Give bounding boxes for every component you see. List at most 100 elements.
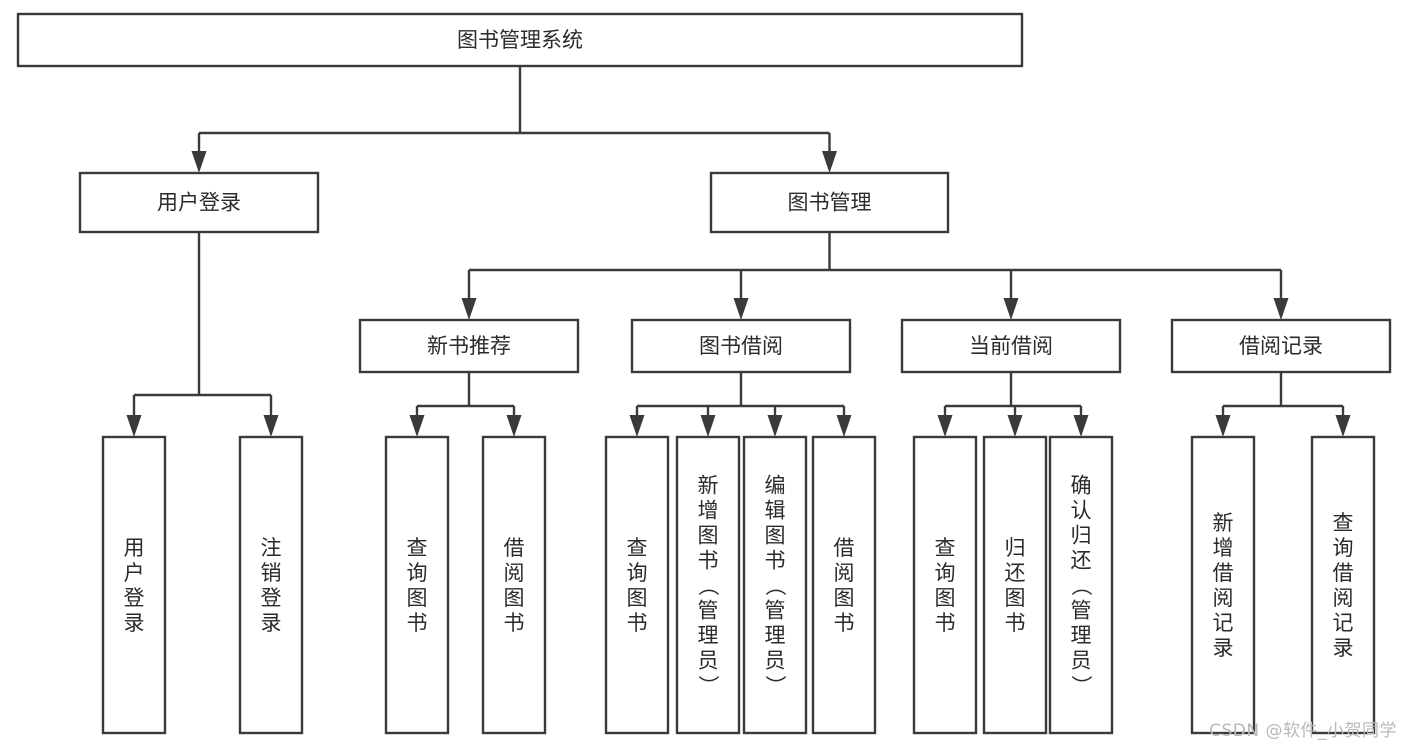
node-label: 新书推荐 [427,334,511,358]
csdn-watermark: CSDN @软件_小贺同学 [1209,721,1397,741]
node-label-char: （ [763,575,787,596]
node-label-char: 理 [765,624,786,648]
node-label-char: 户 [124,561,145,585]
arrow-head-icon [461,298,477,320]
node-login[interactable]: 用户登录 [78,171,320,234]
node-label-char: 登 [261,586,282,610]
node-label-char: 询 [627,561,648,585]
node-label-char: （ [1069,575,1093,596]
node-label-char: 阅 [834,561,855,585]
node-box[interactable] [101,435,167,735]
node-box[interactable] [630,318,852,374]
node-box[interactable] [675,435,741,735]
node-label-char: 归 [1005,536,1026,560]
node-label-char: 员 [1071,649,1092,673]
arrow-head-icon [1073,415,1089,437]
node-box[interactable] [384,435,450,735]
node-label-char: ） [763,675,787,696]
node-label-char: 认 [1071,499,1092,523]
node-label-char: 新 [698,474,719,498]
node-label-char: 询 [1333,536,1354,560]
node-label-char: 图 [698,524,719,548]
node-label-char: 录 [1213,636,1234,660]
node-box[interactable] [481,435,547,735]
node-box[interactable] [358,318,580,374]
arrow-head-icon [263,415,279,437]
node-label-char: 记 [1213,611,1234,635]
node-box[interactable] [238,435,304,735]
node-root[interactable]: 图书管理系统 [16,12,1024,68]
arrow-head-icon [409,415,425,437]
node-label-char: 用 [124,536,145,560]
arrow-head-icon [767,415,783,437]
node-label: 图书借阅 [699,334,783,358]
node-label-char: 管 [765,599,786,623]
node-label-char: 借 [1333,561,1354,585]
node-current[interactable]: 当前借阅 [900,318,1122,374]
node-box[interactable] [78,171,320,234]
node-label-char: 书 [504,611,525,635]
node-label-char: 图 [1005,586,1026,610]
arrow-head-icon [700,415,716,437]
arrow-head-icon [1335,415,1351,437]
arrow-head-icon [733,298,749,320]
node-box[interactable] [16,12,1024,68]
arrow-head-icon [1007,415,1023,437]
node-leaf-user-login[interactable]: 用户登录 [101,435,167,735]
node-box[interactable] [1048,435,1114,735]
node-label-char: 归 [1071,524,1092,548]
node-label-char: 登 [124,586,145,610]
arrow-head-icon [937,415,953,437]
node-box[interactable] [900,318,1122,374]
node-label-char: 注 [261,536,282,560]
node-box[interactable] [912,435,978,735]
node-box[interactable] [1310,435,1376,735]
node-borrow[interactable]: 图书借阅 [630,318,852,374]
arrow-head-icon [126,415,142,437]
arrow-head-icon [1273,298,1289,320]
node-layer: 图书管理系统用户登录图书管理新书推荐图书借阅当前借阅借阅记录用户登录注销登录查询… [16,12,1392,735]
node-label-char: 确 [1071,474,1092,498]
node-label-char: 询 [935,561,956,585]
node-label-char: 销 [261,561,282,585]
node-label-char: 理 [1071,624,1092,648]
node-label-char: 图 [407,586,428,610]
node-label-char: 录 [124,611,145,635]
node-label-char: 图 [504,586,525,610]
arrow-head-icon [836,415,852,437]
node-label-char: 录 [1333,636,1354,660]
node-newbook[interactable]: 新书推荐 [358,318,580,374]
node-label-char: 理 [698,624,719,648]
node-records[interactable]: 借阅记录 [1170,318,1392,374]
connector-layer [126,66,1351,437]
node-label-char: （ [696,575,720,596]
node-box[interactable] [709,171,950,234]
node-box[interactable] [1190,435,1256,735]
node-bookmgmt[interactable]: 图书管理 [709,171,950,234]
node-label-char: 还 [1005,561,1026,585]
node-box[interactable] [1170,318,1392,374]
node-label: 图书管理 [788,191,872,215]
node-box[interactable] [811,435,877,735]
node-label-char: 书 [765,549,786,573]
node-box[interactable] [982,435,1048,735]
node-box[interactable] [742,435,808,735]
node-box[interactable] [604,435,670,735]
node-label-char: 书 [627,611,648,635]
node-label-char: 借 [1213,561,1234,585]
node-label-char: 编 [765,474,786,498]
